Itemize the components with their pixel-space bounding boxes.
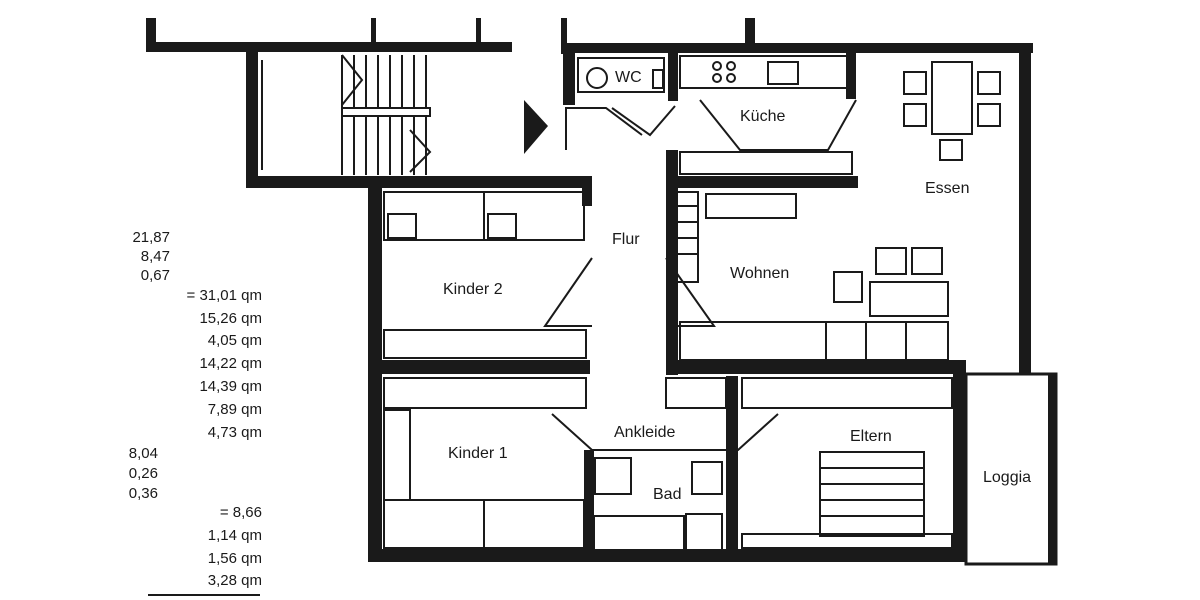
room-label-ankleide: Ankleide [614,424,675,441]
room-label-wc: WC [615,69,642,86]
entrance-arrow-icon [524,100,548,154]
area-value: 8,47 [140,248,170,265]
walls [368,18,1058,566]
area-value: 8,04 [128,445,158,462]
kinder1-furniture [383,377,587,549]
area-value: 1,14 qm [207,527,262,544]
area-value: 0,36 [128,485,158,502]
area-value: 1,56 qm [207,550,262,567]
area-value: 3,28 qm [207,572,262,589]
area-value: 0,26 [128,465,158,482]
area-value: 0,67 [140,267,170,284]
area-value: 21,87 [132,229,170,246]
room-label-loggia: Loggia [983,469,1031,486]
wc-fittings [577,57,665,93]
bad-fittings [551,377,779,551]
dining-table [903,61,1001,161]
area-value: = 31,01 qm [186,287,262,304]
room-label-wohnen: Wohnen [730,265,789,282]
room-label-kinder1: Kinder 1 [448,445,508,462]
area-value: 4,73 qm [207,424,262,441]
room-label-flur: Flur [612,231,640,248]
area-value: 4,05 qm [207,332,262,349]
area-value: 14,39 qm [199,378,262,395]
room-label-eltern: Eltern [850,428,892,445]
room-label-bad: Bad [653,486,681,503]
area-value: 15,26 qm [199,310,262,327]
area-value: 7,89 qm [207,401,262,418]
area-value: = 8,66 [219,504,262,521]
staircase [146,18,592,188]
area-value: 14,22 qm [199,355,262,372]
room-label-essen: Essen [925,180,969,197]
eltern-furniture [741,377,953,549]
living-furniture [667,191,949,361]
kitchen-counter [679,55,853,175]
kinder2-furniture [383,191,716,359]
sum-underline [148,594,260,596]
room-label-kueche: Küche [740,108,785,125]
room-label-kinder2: Kinder 2 [443,281,503,298]
door-swings [565,99,857,151]
